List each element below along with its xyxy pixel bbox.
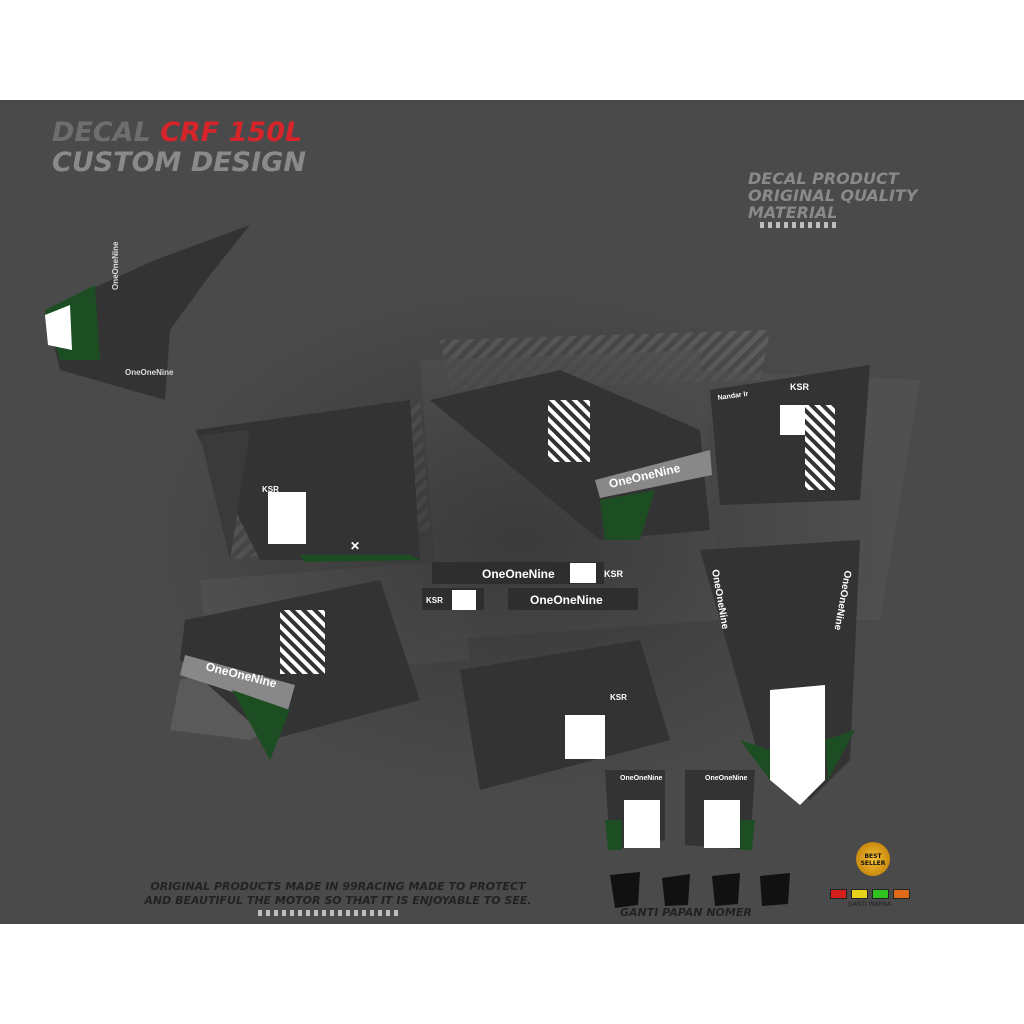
swatch-green[interactable] bbox=[872, 889, 889, 899]
tank-strips: OneOneNine KSR KSR OneOneNine bbox=[422, 562, 638, 610]
best-seller-badge: BEST SELLER bbox=[856, 842, 890, 876]
plate-left-brand: OneOneNine bbox=[620, 775, 663, 782]
right-shroud-decal-bottom: KSR bbox=[460, 640, 670, 790]
design-canvas: DECAL CRF 150L CUSTOM DESIGN DECAL PRODU… bbox=[0, 100, 1024, 924]
header-title: DECAL CRF 150L CUSTOM DESIGN bbox=[52, 118, 306, 178]
left-shroud-decal: ✕ KSR bbox=[195, 400, 420, 562]
front-fender-brand-2: OneOneNine bbox=[125, 368, 174, 377]
side-plate-tag: KSR bbox=[790, 382, 810, 392]
front-fender-brand: OneOneNine bbox=[111, 241, 120, 290]
side-number-plates: OneOneNine OneOneNine bbox=[605, 770, 755, 850]
swatch-yellow[interactable] bbox=[851, 889, 868, 899]
header-model: CRF 150L bbox=[160, 117, 303, 148]
left-shroud-tag: KSR bbox=[262, 485, 279, 494]
badge-line2: SELLER bbox=[860, 860, 886, 867]
footer-line2: AND BEAUTIFUL THE MOTOR SO THAT IT IS EN… bbox=[144, 894, 532, 907]
badge-line1: BEST bbox=[864, 853, 882, 860]
header-line2: CUSTOM DESIGN bbox=[52, 147, 306, 178]
product-line3: MATERIAL bbox=[748, 203, 838, 222]
tank-strip-brand-2: OneOneNine bbox=[530, 593, 603, 607]
plate-variants bbox=[610, 872, 790, 908]
color-caption: GANTI WARNA bbox=[848, 901, 892, 908]
side-plate-top: Nandar Ir KSR bbox=[710, 365, 870, 505]
right-shroud-decal-top: OneOneNine bbox=[430, 370, 712, 540]
swatch-red[interactable] bbox=[830, 889, 847, 899]
right-bottom-tag: KSR bbox=[610, 693, 627, 702]
tank-strip-tag-2: KSR bbox=[426, 596, 443, 605]
left-shroud-x-logo: ✕ bbox=[350, 539, 360, 553]
side-plate-rider: Nandar Ir bbox=[717, 391, 749, 402]
product-checker-strip bbox=[760, 222, 840, 228]
tank-strip-brand: OneOneNine bbox=[482, 567, 555, 581]
tank-strip-tag: KSR bbox=[604, 569, 624, 579]
front-fender-decal: OneOneNine OneOneNine bbox=[45, 225, 250, 400]
product-line2: ORIGINAL QUALITY bbox=[748, 186, 918, 205]
swatch-orange[interactable] bbox=[893, 889, 910, 899]
footer-line1: ORIGINAL PRODUCTS MADE IN 99RACING MADE … bbox=[150, 880, 526, 893]
product-block: DECAL PRODUCT ORIGINAL QUALITY MATERIAL bbox=[748, 170, 917, 221]
decal-parts: OneOneNine OneOneNine ✕ KSR OneOneNine N… bbox=[45, 225, 870, 908]
product-line1: DECAL PRODUCT bbox=[748, 169, 899, 188]
number-plate-caption: GANTI PAPAN NOMER bbox=[620, 906, 752, 919]
plate-right-brand: OneOneNine bbox=[705, 775, 748, 782]
left-shroud-decal-bottom: OneOneNine bbox=[180, 580, 420, 760]
footer-checker-strip bbox=[258, 910, 398, 916]
rear-fender-decal: OneOneNine OneOneNine bbox=[700, 540, 860, 805]
footer-text: ORIGINAL PRODUCTS MADE IN 99RACING MADE … bbox=[128, 880, 548, 908]
header-line1-prefix: DECAL bbox=[52, 117, 151, 148]
